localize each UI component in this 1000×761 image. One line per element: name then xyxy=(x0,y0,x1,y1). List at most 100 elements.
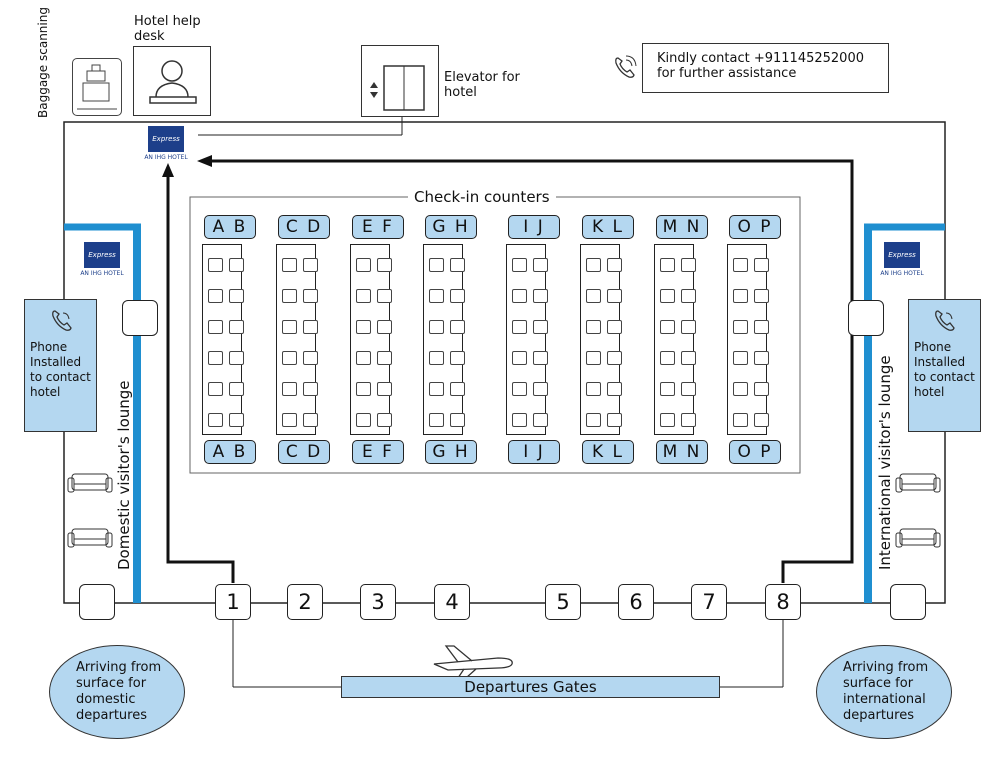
counter-seat xyxy=(356,258,371,272)
counter-seat xyxy=(429,289,444,303)
counter-seat xyxy=(429,351,444,365)
arriving-domestic-text: Arriving from surface for domestic depar… xyxy=(76,660,162,723)
phone-icon xyxy=(612,54,638,80)
counter-desk-column xyxy=(350,244,392,435)
counter-seat xyxy=(660,258,675,272)
phone-box-right-text: Phone Installed to contact hotel xyxy=(914,340,975,399)
elevator-label: Elevator for hotel xyxy=(444,70,520,100)
gate-3: 3 xyxy=(360,584,396,620)
domestic-lounge-label: Domestic visitor's lounge xyxy=(115,380,133,570)
counter-label-bottom: G H xyxy=(425,440,477,464)
sofa-icon xyxy=(67,525,113,555)
gate-4: 4 xyxy=(434,584,470,620)
counter-seat xyxy=(303,289,318,303)
counter-seat xyxy=(512,289,527,303)
counter-seat xyxy=(377,351,392,365)
sofa-icon xyxy=(67,470,113,500)
counter-desk-column xyxy=(654,244,696,435)
counter-seat xyxy=(450,351,465,365)
counter-seat xyxy=(450,289,465,303)
left-corner-kiosk xyxy=(79,584,115,620)
counter-seat xyxy=(450,413,465,427)
counter-seat xyxy=(681,382,696,396)
phone-box-left-text: Phone Installed to contact hotel xyxy=(30,340,91,399)
counter-seat xyxy=(660,320,675,334)
counter-seat xyxy=(660,413,675,427)
hotel-logo-right-icon: Express AN IHG HOTEL xyxy=(876,242,928,277)
counter-seat xyxy=(303,258,318,272)
counter-seat xyxy=(512,320,527,334)
counter-seat xyxy=(377,258,392,272)
counter-seat xyxy=(356,413,371,427)
counter-seat xyxy=(681,413,696,427)
counter-label-top: M N xyxy=(656,215,708,239)
counter-label-top: K L xyxy=(582,215,634,239)
international-lounge-label: International visitor's lounge xyxy=(876,355,894,570)
counter-seat xyxy=(282,320,297,334)
counter-label-bottom: K L xyxy=(582,440,634,464)
counter-seat xyxy=(586,351,601,365)
counter-seat xyxy=(282,413,297,427)
counter-seat xyxy=(303,351,318,365)
counter-seat xyxy=(229,413,244,427)
counter-label-top: E F xyxy=(352,215,404,239)
counter-seat xyxy=(754,320,769,334)
counter-seat xyxy=(754,413,769,427)
counter-seat xyxy=(660,289,675,303)
counter-seat xyxy=(681,289,696,303)
counter-seat xyxy=(450,382,465,396)
counter-seat xyxy=(450,320,465,334)
counter-seat xyxy=(660,351,675,365)
elevator-icon xyxy=(361,45,439,117)
counter-seat xyxy=(303,320,318,334)
counter-seat xyxy=(586,320,601,334)
counter-seat xyxy=(754,382,769,396)
counter-seat xyxy=(533,351,548,365)
counter-seat xyxy=(429,258,444,272)
counter-seat xyxy=(282,258,297,272)
phone-box-left: Phone Installed to contact hotel xyxy=(24,299,97,432)
desk-person-icon xyxy=(133,46,211,116)
counter-seat xyxy=(429,320,444,334)
arriving-domestic-ellipse: Arriving from surface for domestic depar… xyxy=(49,645,185,739)
counter-seat xyxy=(229,351,244,365)
counter-seat xyxy=(533,413,548,427)
counter-seat xyxy=(208,351,223,365)
counter-seat xyxy=(377,320,392,334)
gate-5: 5 xyxy=(545,584,581,620)
counter-seat xyxy=(282,382,297,396)
counter-seat xyxy=(229,320,244,334)
counter-label-bottom: C D xyxy=(278,440,330,464)
counter-seat xyxy=(377,382,392,396)
counter-seat xyxy=(208,320,223,334)
counter-seat xyxy=(681,351,696,365)
baggage-scanner-icon xyxy=(72,58,122,116)
counter-seat xyxy=(377,413,392,427)
counter-label-bottom: A B xyxy=(204,440,256,464)
counter-seat xyxy=(733,382,748,396)
sofa-icon xyxy=(895,525,941,555)
phone-box-right: Phone Installed to contact hotel xyxy=(908,299,981,432)
phone-right-icon xyxy=(932,307,956,335)
counter-seat xyxy=(754,258,769,272)
counter-seat xyxy=(303,413,318,427)
counter-seat xyxy=(533,320,548,334)
counter-label-top: G H xyxy=(425,215,477,239)
counter-seat xyxy=(208,289,223,303)
counter-seat xyxy=(733,258,748,272)
counter-seat xyxy=(377,289,392,303)
counter-seat xyxy=(303,382,318,396)
counter-seat xyxy=(607,382,622,396)
arriving-international-ellipse: Arriving from surface for international … xyxy=(816,645,952,739)
counter-label-bottom: O P xyxy=(729,440,781,464)
gate-7: 7 xyxy=(691,584,727,620)
counter-label-top: A B xyxy=(204,215,256,239)
counter-seat xyxy=(586,258,601,272)
counter-label-top: I J xyxy=(508,215,560,239)
counter-seat xyxy=(282,289,297,303)
counter-seat xyxy=(356,289,371,303)
counter-seat xyxy=(229,289,244,303)
counter-seat xyxy=(681,258,696,272)
sofa-icon xyxy=(895,470,941,500)
